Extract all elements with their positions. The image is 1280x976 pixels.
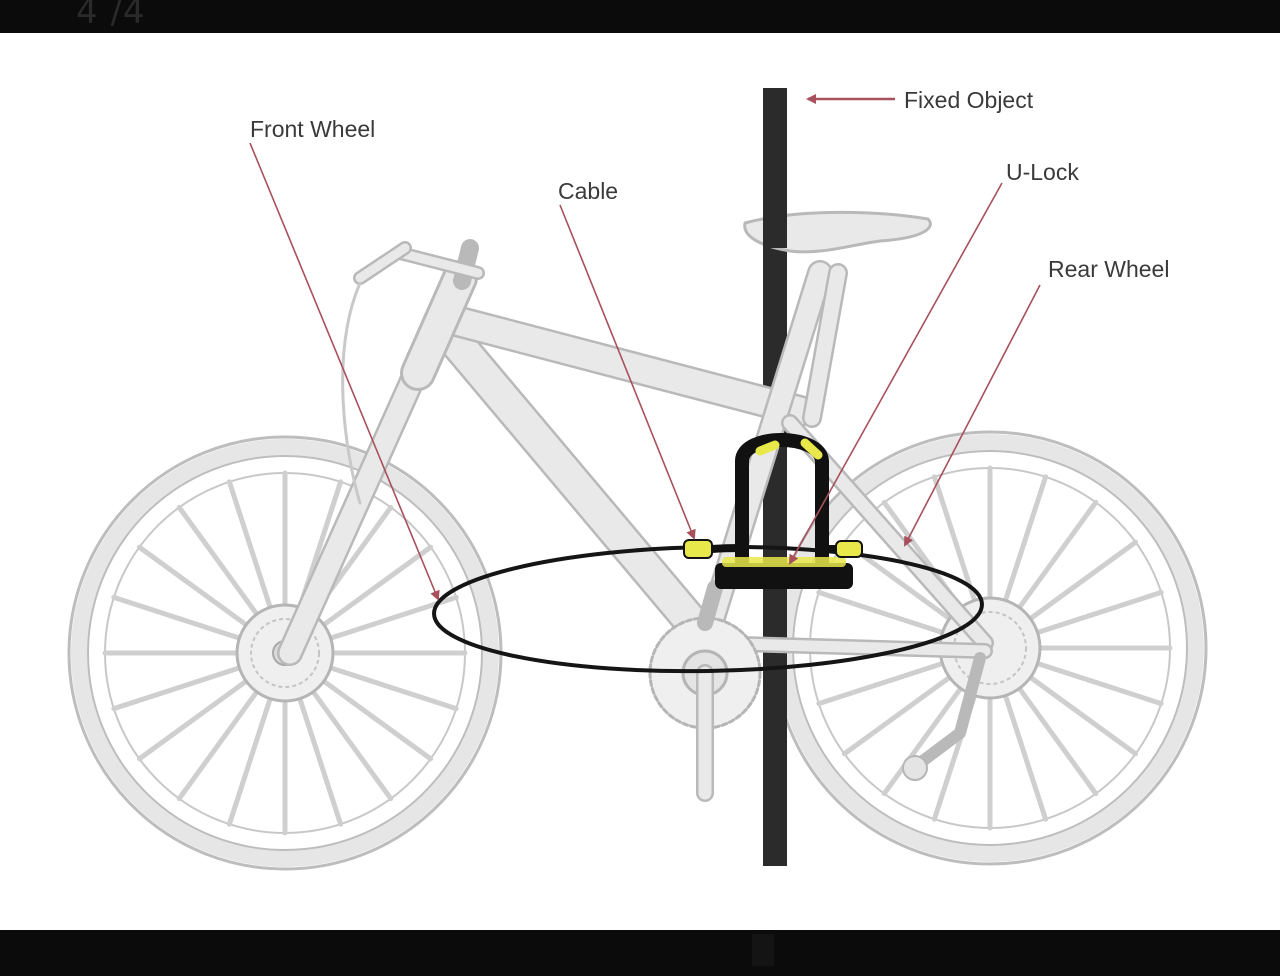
label-rear-wheel: Rear Wheel [1048, 256, 1169, 282]
label-cable: Cable [558, 178, 618, 204]
viewer-top-bar: 4 /4 [0, 0, 1280, 33]
image-counter: 4 /4 [76, 0, 146, 32]
bike-frame [290, 212, 985, 793]
fixed-object-pole-top [763, 88, 787, 248]
label-fixed-object: Fixed Object [904, 87, 1034, 113]
image-stage: Front Wheel Cable Fixed Object U-Lock Re… [0, 33, 1280, 930]
viewer-bottom-bar [0, 930, 1280, 976]
label-front-wheel: Front Wheel [250, 116, 375, 142]
pointer-lines [250, 99, 1040, 599]
label-u-lock: U-Lock [1006, 159, 1079, 185]
bike-lock-diagram: Front Wheel Cable Fixed Object U-Lock Re… [0, 33, 1280, 930]
bottom-handle [752, 934, 774, 966]
